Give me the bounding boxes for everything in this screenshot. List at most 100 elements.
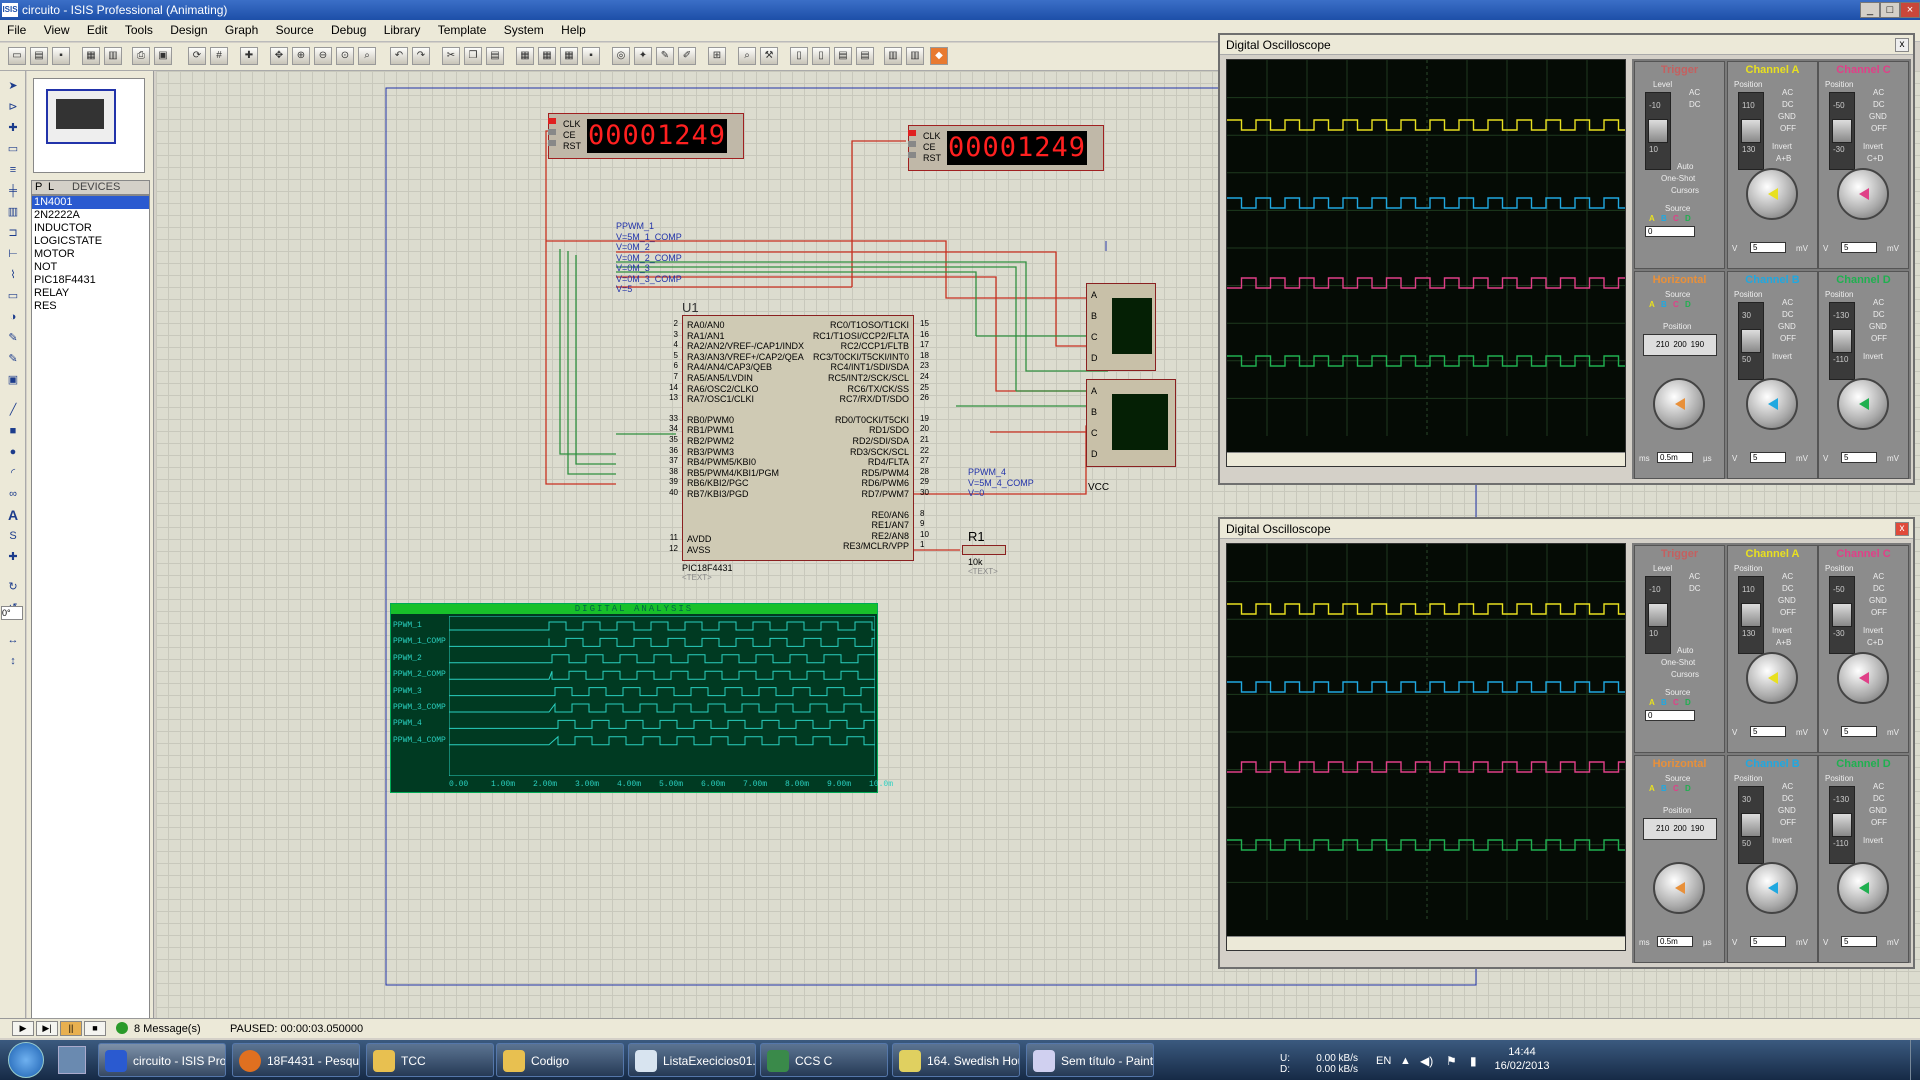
overview-window[interactable] bbox=[33, 78, 145, 173]
virtual-instruments-icon[interactable]: ▣ bbox=[7, 374, 19, 386]
trigger-source-slider[interactable]: 0 bbox=[1645, 710, 1695, 721]
netlist-icon[interactable]: ▥ bbox=[906, 47, 924, 65]
redo-icon[interactable]: ↷ bbox=[412, 47, 430, 65]
tab-library[interactable]: L bbox=[48, 181, 55, 193]
device-item[interactable]: 1N4001 bbox=[32, 196, 149, 209]
wire-autorouter-icon[interactable]: ⊞ bbox=[708, 47, 726, 65]
oscilloscope-2-scrollbar[interactable] bbox=[1227, 936, 1625, 950]
slider-thumb[interactable] bbox=[1832, 813, 1852, 837]
stop-button[interactable]: ■ bbox=[84, 1021, 106, 1036]
channel-c-volts-knob[interactable] bbox=[1837, 168, 1889, 220]
component-mode-icon[interactable]: ⊳ bbox=[8, 101, 18, 113]
channel-c-position-slider[interactable]: -50-40-30 bbox=[1829, 92, 1855, 170]
undo-icon[interactable]: ↶ bbox=[390, 47, 408, 65]
import-icon[interactable]: ▦ bbox=[82, 47, 100, 65]
graph-icon[interactable]: ⌇ bbox=[10, 269, 16, 281]
tape-recorder-icon[interactable]: ▭ bbox=[7, 290, 19, 302]
oscilloscope-2-close-button[interactable]: x bbox=[1895, 522, 1909, 536]
device-item[interactable]: LOGICSTATE bbox=[34, 235, 103, 247]
device-item[interactable]: RELAY bbox=[34, 287, 70, 299]
slider-thumb[interactable] bbox=[1832, 603, 1852, 627]
pan-icon[interactable]: ✥ bbox=[270, 47, 288, 65]
oscilloscope-window-2[interactable]: Digital Oscilloscope x TriggerLevel-1001… bbox=[1218, 517, 1915, 969]
channel-b-volts-knob[interactable] bbox=[1746, 378, 1798, 430]
device-item[interactable]: NOT bbox=[34, 261, 58, 273]
property-tool-icon[interactable]: ⚒ bbox=[760, 47, 778, 65]
mirror-y-icon[interactable]: ↕ bbox=[10, 655, 16, 667]
oscilloscope-symbol-1[interactable]: A B C D bbox=[1086, 283, 1156, 371]
arc-tool-icon[interactable]: ◜ bbox=[10, 467, 16, 479]
paste-icon[interactable]: ▤ bbox=[486, 47, 504, 65]
channel-d-position-slider[interactable]: -130-120-110 bbox=[1829, 302, 1855, 380]
menu-graph[interactable]: Graph bbox=[224, 23, 259, 37]
network-icon[interactable]: ▮ bbox=[1470, 1054, 1477, 1068]
text-tool-icon[interactable]: A bbox=[7, 507, 19, 523]
decompose-icon[interactable]: ✐ bbox=[678, 47, 696, 65]
resistor-r1[interactable] bbox=[962, 545, 1006, 555]
marker-tool-icon[interactable]: ✚ bbox=[8, 551, 18, 563]
area-icon[interactable]: ▣ bbox=[154, 47, 172, 65]
device-item[interactable]: 2N2222A bbox=[34, 209, 80, 221]
ares-icon[interactable]: ◆ bbox=[930, 47, 948, 65]
slider-thumb[interactable] bbox=[1741, 119, 1761, 143]
trigger-level-slider[interactable]: -10010 bbox=[1645, 92, 1671, 170]
path-tool-icon[interactable]: ∞ bbox=[9, 488, 17, 500]
language-indicator[interactable]: EN bbox=[1376, 1055, 1392, 1067]
menu-view[interactable]: View bbox=[43, 23, 70, 37]
channel-d-position-slider[interactable]: -130-120-110 bbox=[1829, 786, 1855, 864]
symbol-tool-icon[interactable]: S bbox=[9, 530, 17, 542]
remove-sheet-icon[interactable]: ▯ bbox=[812, 47, 830, 65]
channel-a-volts-knob[interactable] bbox=[1746, 652, 1798, 704]
device-item[interactable]: PIC18F4431 bbox=[34, 274, 96, 286]
timebase-field[interactable]: 0.5m bbox=[1657, 452, 1693, 463]
taskbar-item-codigo[interactable]: Codigo bbox=[496, 1043, 624, 1077]
channel-c-volts-knob[interactable] bbox=[1837, 652, 1889, 704]
trigger-source-slider[interactable]: 0 bbox=[1645, 226, 1695, 237]
channel-a-volts-field[interactable]: 5 bbox=[1750, 242, 1786, 253]
zoom-area-icon[interactable]: ⌕ bbox=[358, 47, 376, 65]
subcircuit-icon[interactable]: ▥ bbox=[7, 206, 19, 218]
print-icon[interactable]: ⎙ bbox=[132, 47, 150, 65]
buses-icon[interactable]: ╪ bbox=[9, 185, 17, 197]
block-copy-icon[interactable]: ▦ bbox=[516, 47, 534, 65]
line-tool-icon[interactable]: ╱ bbox=[9, 404, 17, 416]
channel-b-position-slider[interactable]: 304050 bbox=[1738, 786, 1764, 864]
channel-a-volts-field[interactable]: 5 bbox=[1750, 726, 1786, 737]
channel-a-position-slider[interactable]: 110120130 bbox=[1738, 576, 1764, 654]
channel-b-volts-field[interactable]: 5 bbox=[1750, 936, 1786, 947]
channel-b-volts-field[interactable]: 5 bbox=[1750, 452, 1786, 463]
save-icon[interactable]: ▪ bbox=[52, 47, 70, 65]
channel-c-position-slider[interactable]: -50-40-30 bbox=[1829, 576, 1855, 654]
counter-timer-2[interactable]: 00001249 CLK CE RST bbox=[908, 125, 1104, 171]
pause-button[interactable]: || bbox=[60, 1021, 82, 1036]
zoom-out-icon[interactable]: ⊖ bbox=[314, 47, 332, 65]
grid-icon[interactable]: # bbox=[210, 47, 228, 65]
counter-timer-1[interactable]: 00001249 CLK CE RST bbox=[548, 113, 744, 159]
new-file-icon[interactable]: ▭ bbox=[8, 47, 26, 65]
maximize-button[interactable]: □ bbox=[1880, 2, 1900, 18]
slider-thumb[interactable] bbox=[1648, 119, 1668, 143]
terminals-icon[interactable]: ⊐ bbox=[8, 227, 18, 239]
play-button[interactable]: ▶ bbox=[12, 1021, 34, 1036]
menu-help[interactable]: Help bbox=[561, 23, 586, 37]
current-probe-icon[interactable]: ✎ bbox=[8, 353, 18, 365]
device-item[interactable]: RES bbox=[34, 300, 57, 312]
slider-thumb[interactable] bbox=[1741, 813, 1761, 837]
device-item[interactable]: MOTOR bbox=[34, 248, 75, 260]
rotate-cw-icon[interactable]: ↻ bbox=[8, 581, 18, 593]
bom-icon[interactable]: ▤ bbox=[856, 47, 874, 65]
taskbar-item-ccs[interactable]: CCS C bbox=[760, 1043, 888, 1077]
block-move-icon[interactable]: ▦ bbox=[538, 47, 556, 65]
timebase-knob[interactable] bbox=[1653, 862, 1705, 914]
menu-design[interactable]: Design bbox=[170, 23, 208, 37]
menu-tools[interactable]: Tools bbox=[124, 23, 153, 37]
slider-thumb[interactable] bbox=[1648, 603, 1668, 627]
junction-dot-icon[interactable]: ✚ bbox=[8, 122, 18, 134]
zoom-in-icon[interactable]: ⊕ bbox=[292, 47, 310, 65]
box-tool-icon[interactable]: ■ bbox=[9, 425, 17, 437]
circle-tool-icon[interactable]: ● bbox=[9, 446, 17, 458]
cut-icon[interactable]: ✂ bbox=[442, 47, 460, 65]
pin-icon[interactable]: ⊢ bbox=[8, 248, 18, 260]
